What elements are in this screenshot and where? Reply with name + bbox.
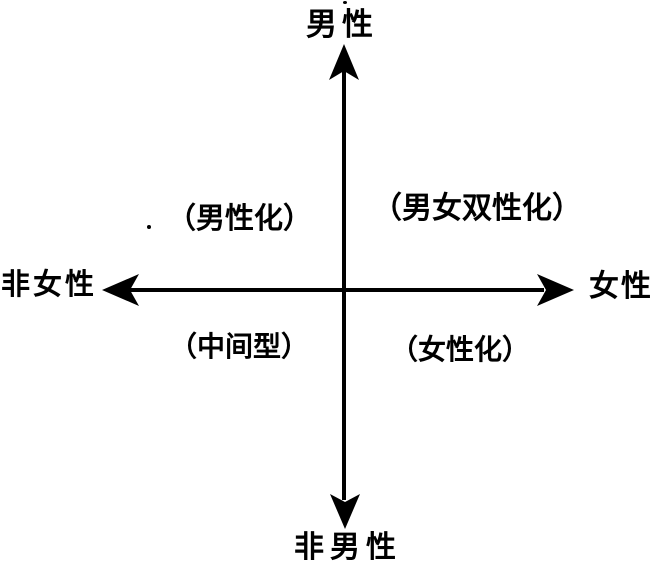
quadrant-label-masculine: （男性化） <box>167 203 313 235</box>
quadrant-label-intermediate: （中间型） <box>169 331 310 362</box>
arrowhead-right-icon <box>537 274 574 306</box>
scan-speck <box>343 1 347 4</box>
axis-label-non-male: 非男性 <box>294 531 402 564</box>
arrowhead-left-icon <box>102 274 139 306</box>
axis-label-female: 女性 <box>589 270 651 303</box>
arrowhead-down-icon <box>330 494 360 529</box>
axis-label-male: 男性 <box>306 7 378 42</box>
quadrant-label-androgynous: （男女双性化） <box>372 192 582 225</box>
axis-label-non-female: 非女性 <box>1 269 98 301</box>
scan-speck <box>147 225 151 229</box>
quadrant-label-feminine: （女性化） <box>390 334 531 365</box>
arrowhead-up-icon <box>329 44 359 80</box>
